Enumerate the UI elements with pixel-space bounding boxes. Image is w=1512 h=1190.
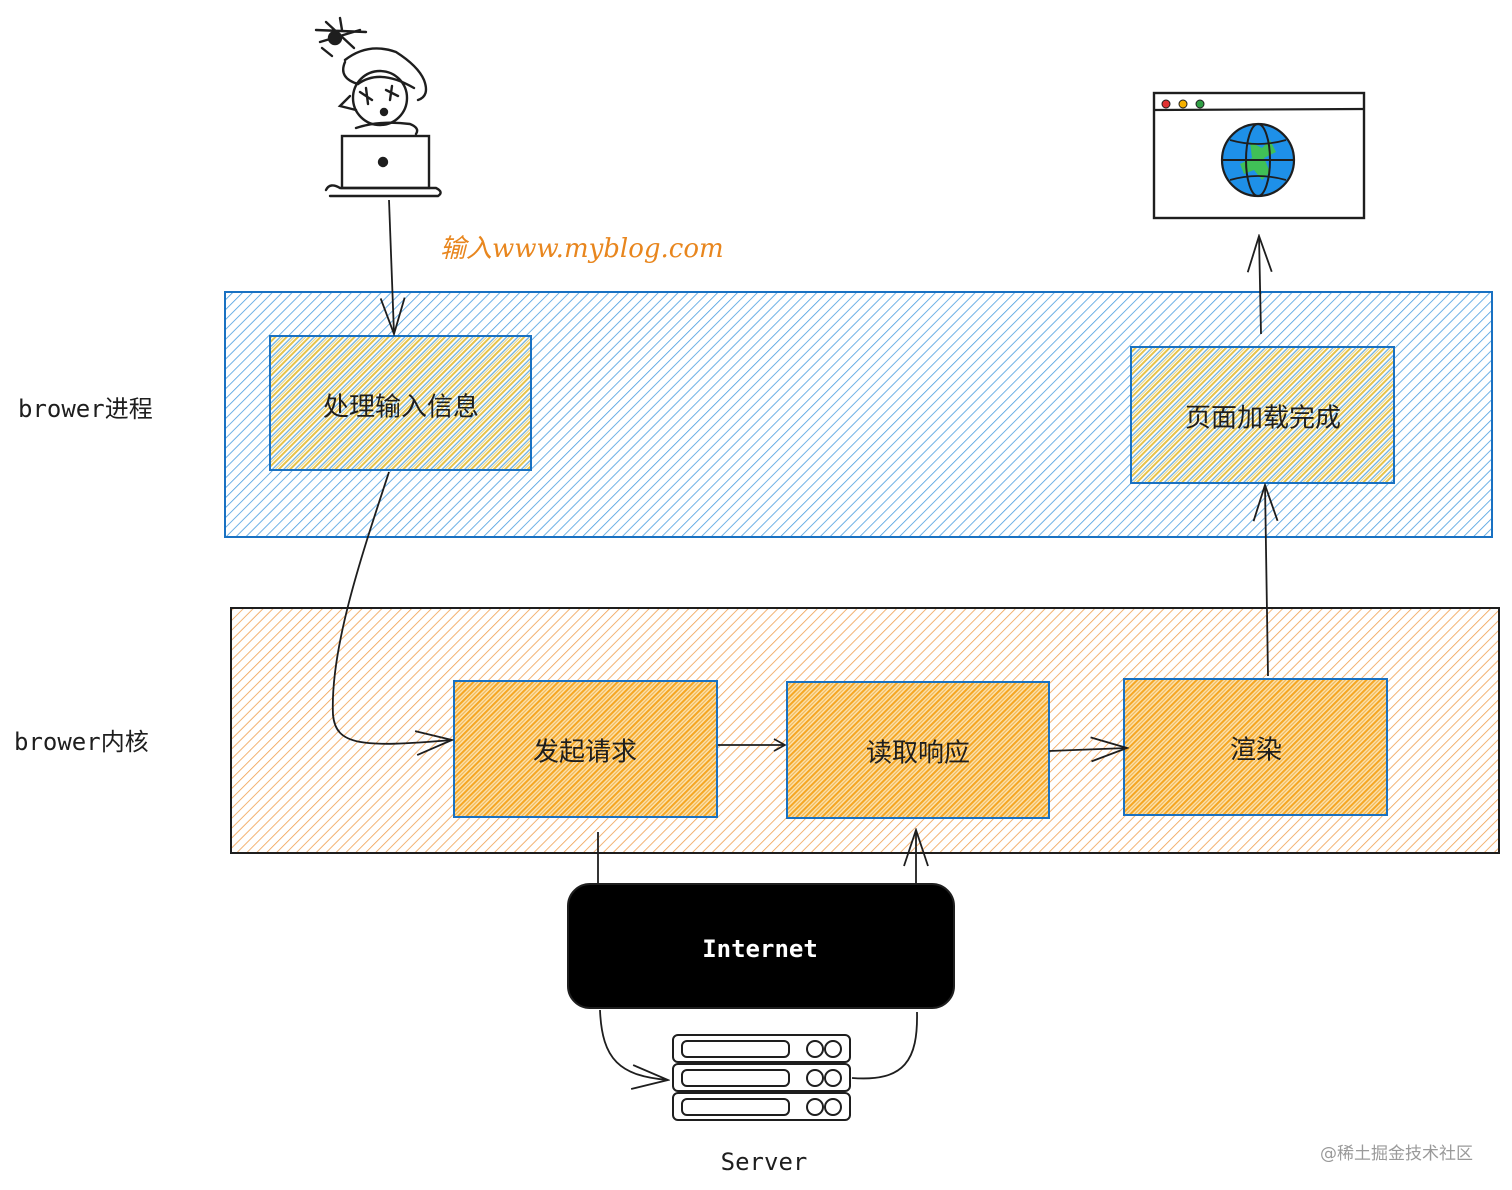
server-rack-icon [672, 1034, 851, 1121]
arrow-render-to-page-loaded [1265, 485, 1268, 677]
flow-arrows [331, 199, 1268, 1080]
arrow-internet-to-server [599, 1009, 668, 1080]
window-dot-green [1195, 99, 1205, 109]
user-at-laptop-icon [314, 16, 442, 198]
step-label-page-loaded: 页面加载完成 [1184, 403, 1342, 434]
step-box-page-loaded [1130, 346, 1395, 484]
step-label-process-input: 处理输入信息 [322, 392, 480, 423]
step-box-read-response [786, 681, 1050, 819]
server-label: Server [720, 1148, 808, 1176]
globe-icon [1220, 122, 1296, 198]
arrow-page-loaded-to-browser [1259, 236, 1261, 335]
lane-label-browser-process: brower进程 [18, 395, 153, 423]
arrow-read-response-to-render [1048, 748, 1127, 751]
internet-node [567, 883, 955, 1009]
lane-label-browser-kernel: brower内核 [14, 728, 149, 756]
window-dot-red [1161, 99, 1171, 109]
internet-label: Internet [702, 935, 818, 963]
step-label-read-response: 读取响应 [865, 738, 971, 769]
arrow-user-to-process-input [389, 199, 394, 334]
step-box-send-request [453, 680, 718, 818]
step-label-send-request: 发起请求 [532, 737, 638, 768]
watermark: @稀土掘金技术社区 [1320, 1144, 1473, 1164]
arrow-server-to-internet [851, 1011, 918, 1080]
step-label-render: 渲染 [1229, 735, 1283, 766]
arrow-process-input-to-send-request [331, 471, 452, 744]
window-dot-yellow [1178, 99, 1188, 109]
step-box-render [1123, 678, 1388, 816]
browser-window-icon [1152, 91, 1366, 220]
input-url-note: 输入www.myblog.com [440, 234, 724, 264]
